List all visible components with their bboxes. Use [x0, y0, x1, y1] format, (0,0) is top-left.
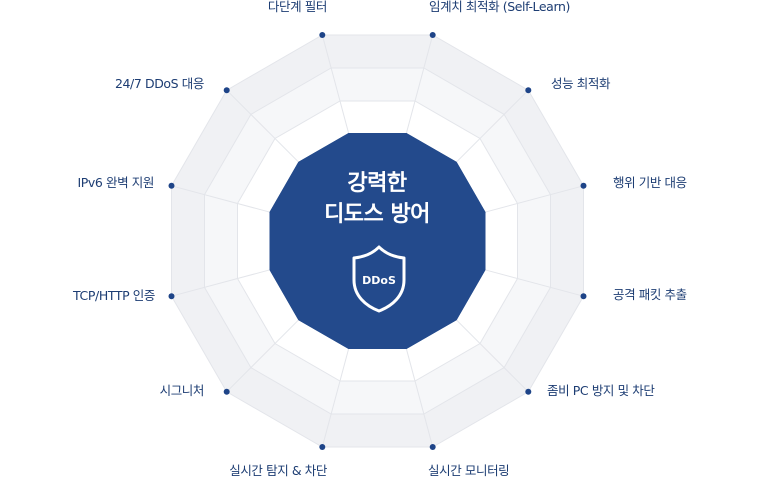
ring-spoke — [456, 89, 529, 163]
ring-spoke — [226, 89, 299, 163]
feature-label-zombie-pc-prevention: 좀비 PC 방지 및 차단 — [547, 383, 655, 398]
vertex-dot — [580, 182, 587, 189]
feature-label-behavior-based-response: 행위 기반 대응 — [613, 175, 687, 190]
vertex-dot — [525, 388, 532, 395]
vertex-dot — [223, 87, 230, 94]
feature-label-tcp-http-auth: TCP/HTTP 인증 — [73, 288, 155, 303]
vertex-dot — [429, 444, 436, 450]
vertex-dot — [319, 32, 326, 38]
feature-label-247-ddos-response: 24/7 DDoS 대응 — [114, 76, 204, 91]
ring-spoke — [485, 269, 584, 297]
shield-icon: DDoS — [352, 245, 406, 313]
feature-label-ipv6-support: IPv6 완벽 지원 — [77, 175, 154, 190]
ring-spoke — [485, 185, 584, 213]
vertex-dot — [319, 444, 326, 450]
shield-badge-text: DDoS — [362, 274, 396, 287]
vertex-dot — [168, 182, 175, 189]
ring-spoke — [405, 348, 434, 448]
center-title: 강력한 디도스 방어 — [277, 168, 477, 230]
ring-spoke — [321, 348, 350, 448]
ring-spoke — [456, 319, 529, 393]
vertex-dot — [429, 32, 436, 38]
vertex-dot — [168, 293, 175, 300]
ring-spoke — [405, 34, 434, 134]
feature-label-multi-stage-filter: 다단계 필터 — [267, 0, 327, 14]
vertex-dot — [580, 293, 587, 300]
ring-spoke — [171, 185, 270, 213]
ring-spoke — [226, 319, 299, 393]
feature-label-signature: 시그니처 — [159, 383, 205, 398]
center-title-line1: 강력한 — [347, 171, 407, 196]
feature-label-realtime-detection-blocking: 실시간 탐지 & 차단 — [229, 463, 327, 478]
feature-label-performance-optimization: 성능 최적화 — [551, 76, 611, 91]
feature-label-threshold-optimization: 임계치 최적화 (Self-Learn) — [429, 0, 570, 14]
center-dodecagon — [269, 133, 486, 349]
vertex-dot — [525, 87, 532, 94]
feature-label-realtime-monitoring: 실시간 모니터링 — [428, 463, 510, 478]
ring-spoke — [321, 34, 350, 134]
ring-spoke — [171, 269, 270, 297]
vertex-dot — [223, 388, 230, 395]
center-title-line2: 디도스 방어 — [324, 202, 430, 227]
feature-label-attack-packet-extraction: 공격 패킷 추출 — [613, 287, 687, 302]
